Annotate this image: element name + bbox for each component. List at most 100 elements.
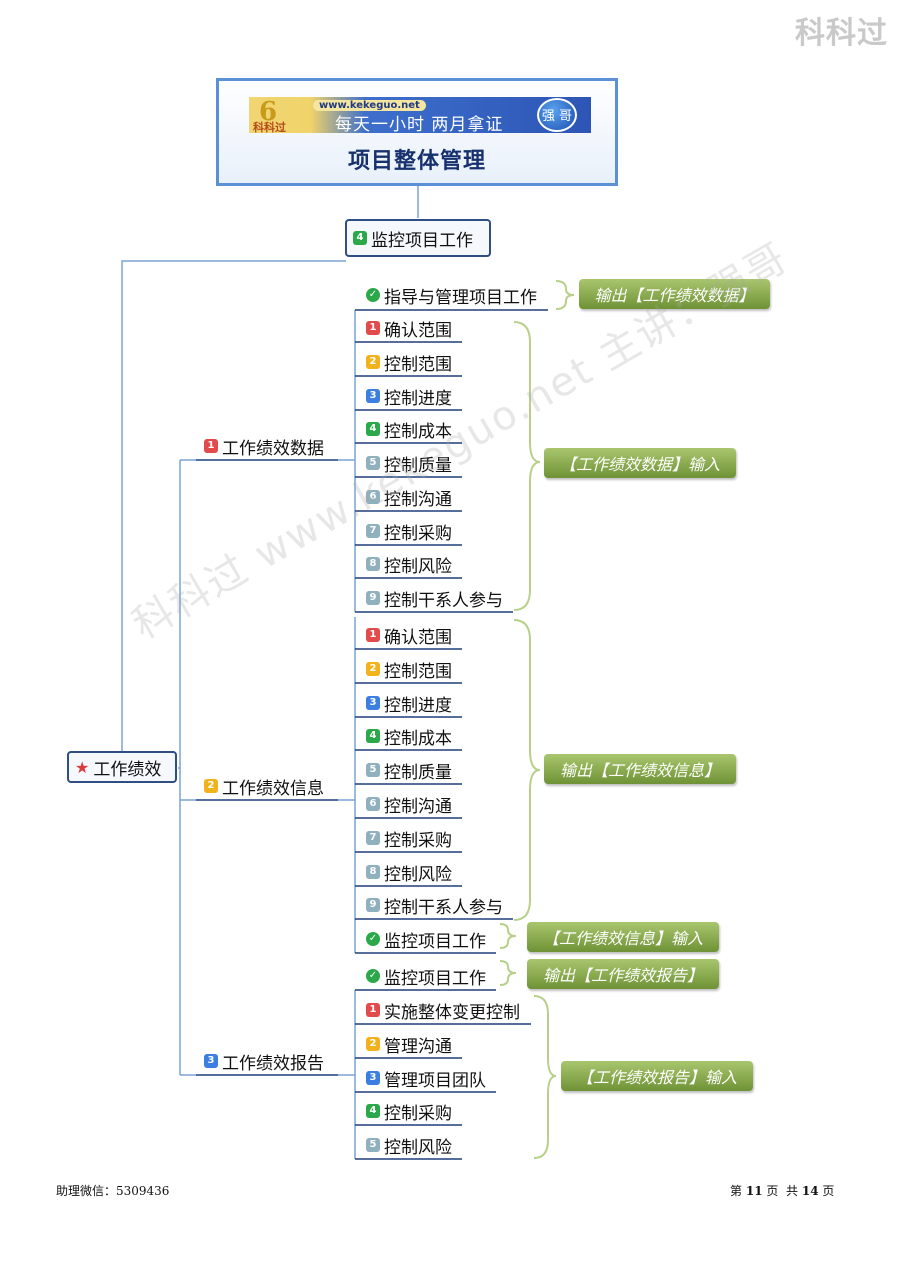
group1-item: 6 控制沟通 bbox=[366, 484, 452, 510]
center-label: 工作绩效 bbox=[93, 759, 162, 780]
item-label: 控制进度 bbox=[384, 695, 452, 716]
page-title: 项目整体管理 bbox=[347, 149, 486, 174]
branch-label: 工作绩效数据 bbox=[222, 438, 324, 459]
group2-input-tag: 【工作绩效信息】输入 bbox=[527, 922, 719, 952]
group2-item: 6 控制沟通 bbox=[366, 791, 452, 817]
group2-input-node: ✓ 监控项目工作 bbox=[366, 926, 486, 952]
num-badge: 2 bbox=[366, 355, 380, 369]
num-badge: 4 bbox=[366, 1104, 380, 1118]
item-label: 管理项目团队 bbox=[384, 1070, 486, 1091]
item-label: 控制沟通 bbox=[384, 796, 452, 817]
num-badge: 6 bbox=[366, 797, 380, 811]
group1-item: 2 控制范围 bbox=[366, 349, 452, 375]
num-badge: 5 bbox=[366, 456, 380, 470]
logo-icon: 6 bbox=[259, 97, 278, 127]
num-badge: 8 bbox=[366, 557, 380, 571]
item-label: 管理沟通 bbox=[384, 1036, 452, 1057]
branch-work-performance-report: 3 工作绩效报告 bbox=[204, 1048, 324, 1074]
group3-item: 5 控制风险 bbox=[366, 1132, 452, 1158]
num-badge: 2 bbox=[366, 662, 380, 676]
item-label: 控制风险 bbox=[384, 556, 452, 577]
num-badge: 6 bbox=[366, 490, 380, 504]
group2-item: 1 确认范围 bbox=[366, 622, 452, 648]
item-label: 控制成本 bbox=[384, 728, 452, 749]
group3-item: 3 管理项目团队 bbox=[366, 1065, 486, 1091]
branch-label: 工作绩效报告 bbox=[222, 1053, 324, 1074]
num-badge: 4 bbox=[353, 231, 367, 245]
item-label: 控制干系人参与 bbox=[384, 897, 503, 918]
node-label: 指导与管理项目工作 bbox=[384, 287, 537, 308]
num-badge: 8 bbox=[366, 865, 380, 879]
item-label: 控制采购 bbox=[384, 830, 452, 851]
num-badge: 3 bbox=[366, 696, 380, 710]
item-label: 控制成本 bbox=[384, 421, 452, 442]
group3-item: 2 管理沟通 bbox=[366, 1031, 452, 1057]
group2-output-tag: 输出【工作绩效信息】 bbox=[544, 754, 736, 784]
item-label: 控制范围 bbox=[384, 354, 452, 375]
group2-item: 3 控制进度 bbox=[366, 690, 452, 716]
slogan: 每天一小时 两月拿证 bbox=[335, 115, 504, 135]
group1-item: 1 确认范围 bbox=[366, 315, 452, 341]
check-icon: ✓ bbox=[366, 969, 380, 983]
page-total: 14 bbox=[801, 1184, 819, 1198]
num-badge: 1 bbox=[204, 439, 218, 453]
page-label: 第 bbox=[730, 1184, 743, 1198]
group1-item: 5 控制质量 bbox=[366, 450, 452, 476]
group1-input-tag: 【工作绩效数据】输入 bbox=[544, 448, 736, 478]
item-label: 控制风险 bbox=[384, 864, 452, 885]
group1-item: 3 控制进度 bbox=[366, 383, 452, 409]
num-badge: 1 bbox=[366, 628, 380, 642]
branch-label: 工作绩效信息 bbox=[222, 778, 324, 799]
item-label: 控制干系人参与 bbox=[384, 590, 503, 611]
header-card: 6 科科过 www.kekeguo.net 每天一小时 两月拿证 强 哥 项目整… bbox=[216, 78, 618, 186]
group1-output-tag: 输出【工作绩效数据】 bbox=[579, 279, 770, 309]
teacher-badge: 强 哥 bbox=[537, 98, 577, 132]
group2-item: 4 控制成本 bbox=[366, 723, 452, 749]
footer-contact: 助理微信：5309436 bbox=[56, 1184, 170, 1198]
group3-input-tag: 【工作绩效报告】输入 bbox=[561, 1061, 753, 1091]
num-badge: 3 bbox=[366, 389, 380, 403]
group3-output-tag: 输出【工作绩效报告】 bbox=[527, 959, 719, 989]
num-badge: 1 bbox=[366, 321, 380, 335]
branch-work-performance-data: 1 工作绩效数据 bbox=[204, 433, 324, 459]
item-label: 确认范围 bbox=[384, 627, 452, 648]
check-icon: ✓ bbox=[366, 288, 380, 302]
item-label: 控制进度 bbox=[384, 388, 452, 409]
item-label: 控制范围 bbox=[384, 661, 452, 682]
num-badge: 2 bbox=[204, 779, 218, 793]
brand-watermark: 科科过 bbox=[795, 16, 888, 51]
site-url: www.kekeguo.net bbox=[313, 100, 426, 111]
page-label: 页 共 bbox=[766, 1184, 799, 1198]
item-label: 控制风险 bbox=[384, 1137, 452, 1158]
num-badge: 7 bbox=[366, 524, 380, 538]
item-label: 确认范围 bbox=[384, 320, 452, 341]
page-label: 页 bbox=[822, 1184, 835, 1198]
root-node: 4 监控项目工作 bbox=[345, 219, 491, 257]
logo-text: 科科过 bbox=[253, 121, 286, 134]
group1-item: 7 控制采购 bbox=[366, 518, 452, 544]
group1-item: 9 控制干系人参与 bbox=[366, 585, 503, 611]
item-label: 控制沟通 bbox=[384, 489, 452, 510]
group3-output-node: ✓ 监控项目工作 bbox=[366, 963, 486, 989]
group2-item: 8 控制风险 bbox=[366, 859, 452, 885]
num-badge: 5 bbox=[366, 1138, 380, 1152]
group2-item: 7 控制采购 bbox=[366, 825, 452, 851]
page-current: 11 bbox=[745, 1184, 763, 1198]
branch-work-performance-info: 2 工作绩效信息 bbox=[204, 773, 324, 799]
item-label: 控制采购 bbox=[384, 523, 452, 544]
num-badge: 3 bbox=[366, 1071, 380, 1085]
num-badge: 4 bbox=[366, 729, 380, 743]
group1-item: 8 控制风险 bbox=[366, 551, 452, 577]
group1-output-node: ✓ 指导与管理项目工作 bbox=[366, 282, 537, 308]
num-badge: 2 bbox=[366, 1037, 380, 1051]
num-badge: 7 bbox=[366, 831, 380, 845]
num-badge: 9 bbox=[366, 591, 380, 605]
node-label: 监控项目工作 bbox=[384, 931, 486, 952]
item-label: 控制质量 bbox=[384, 455, 452, 476]
check-icon: ✓ bbox=[366, 932, 380, 946]
